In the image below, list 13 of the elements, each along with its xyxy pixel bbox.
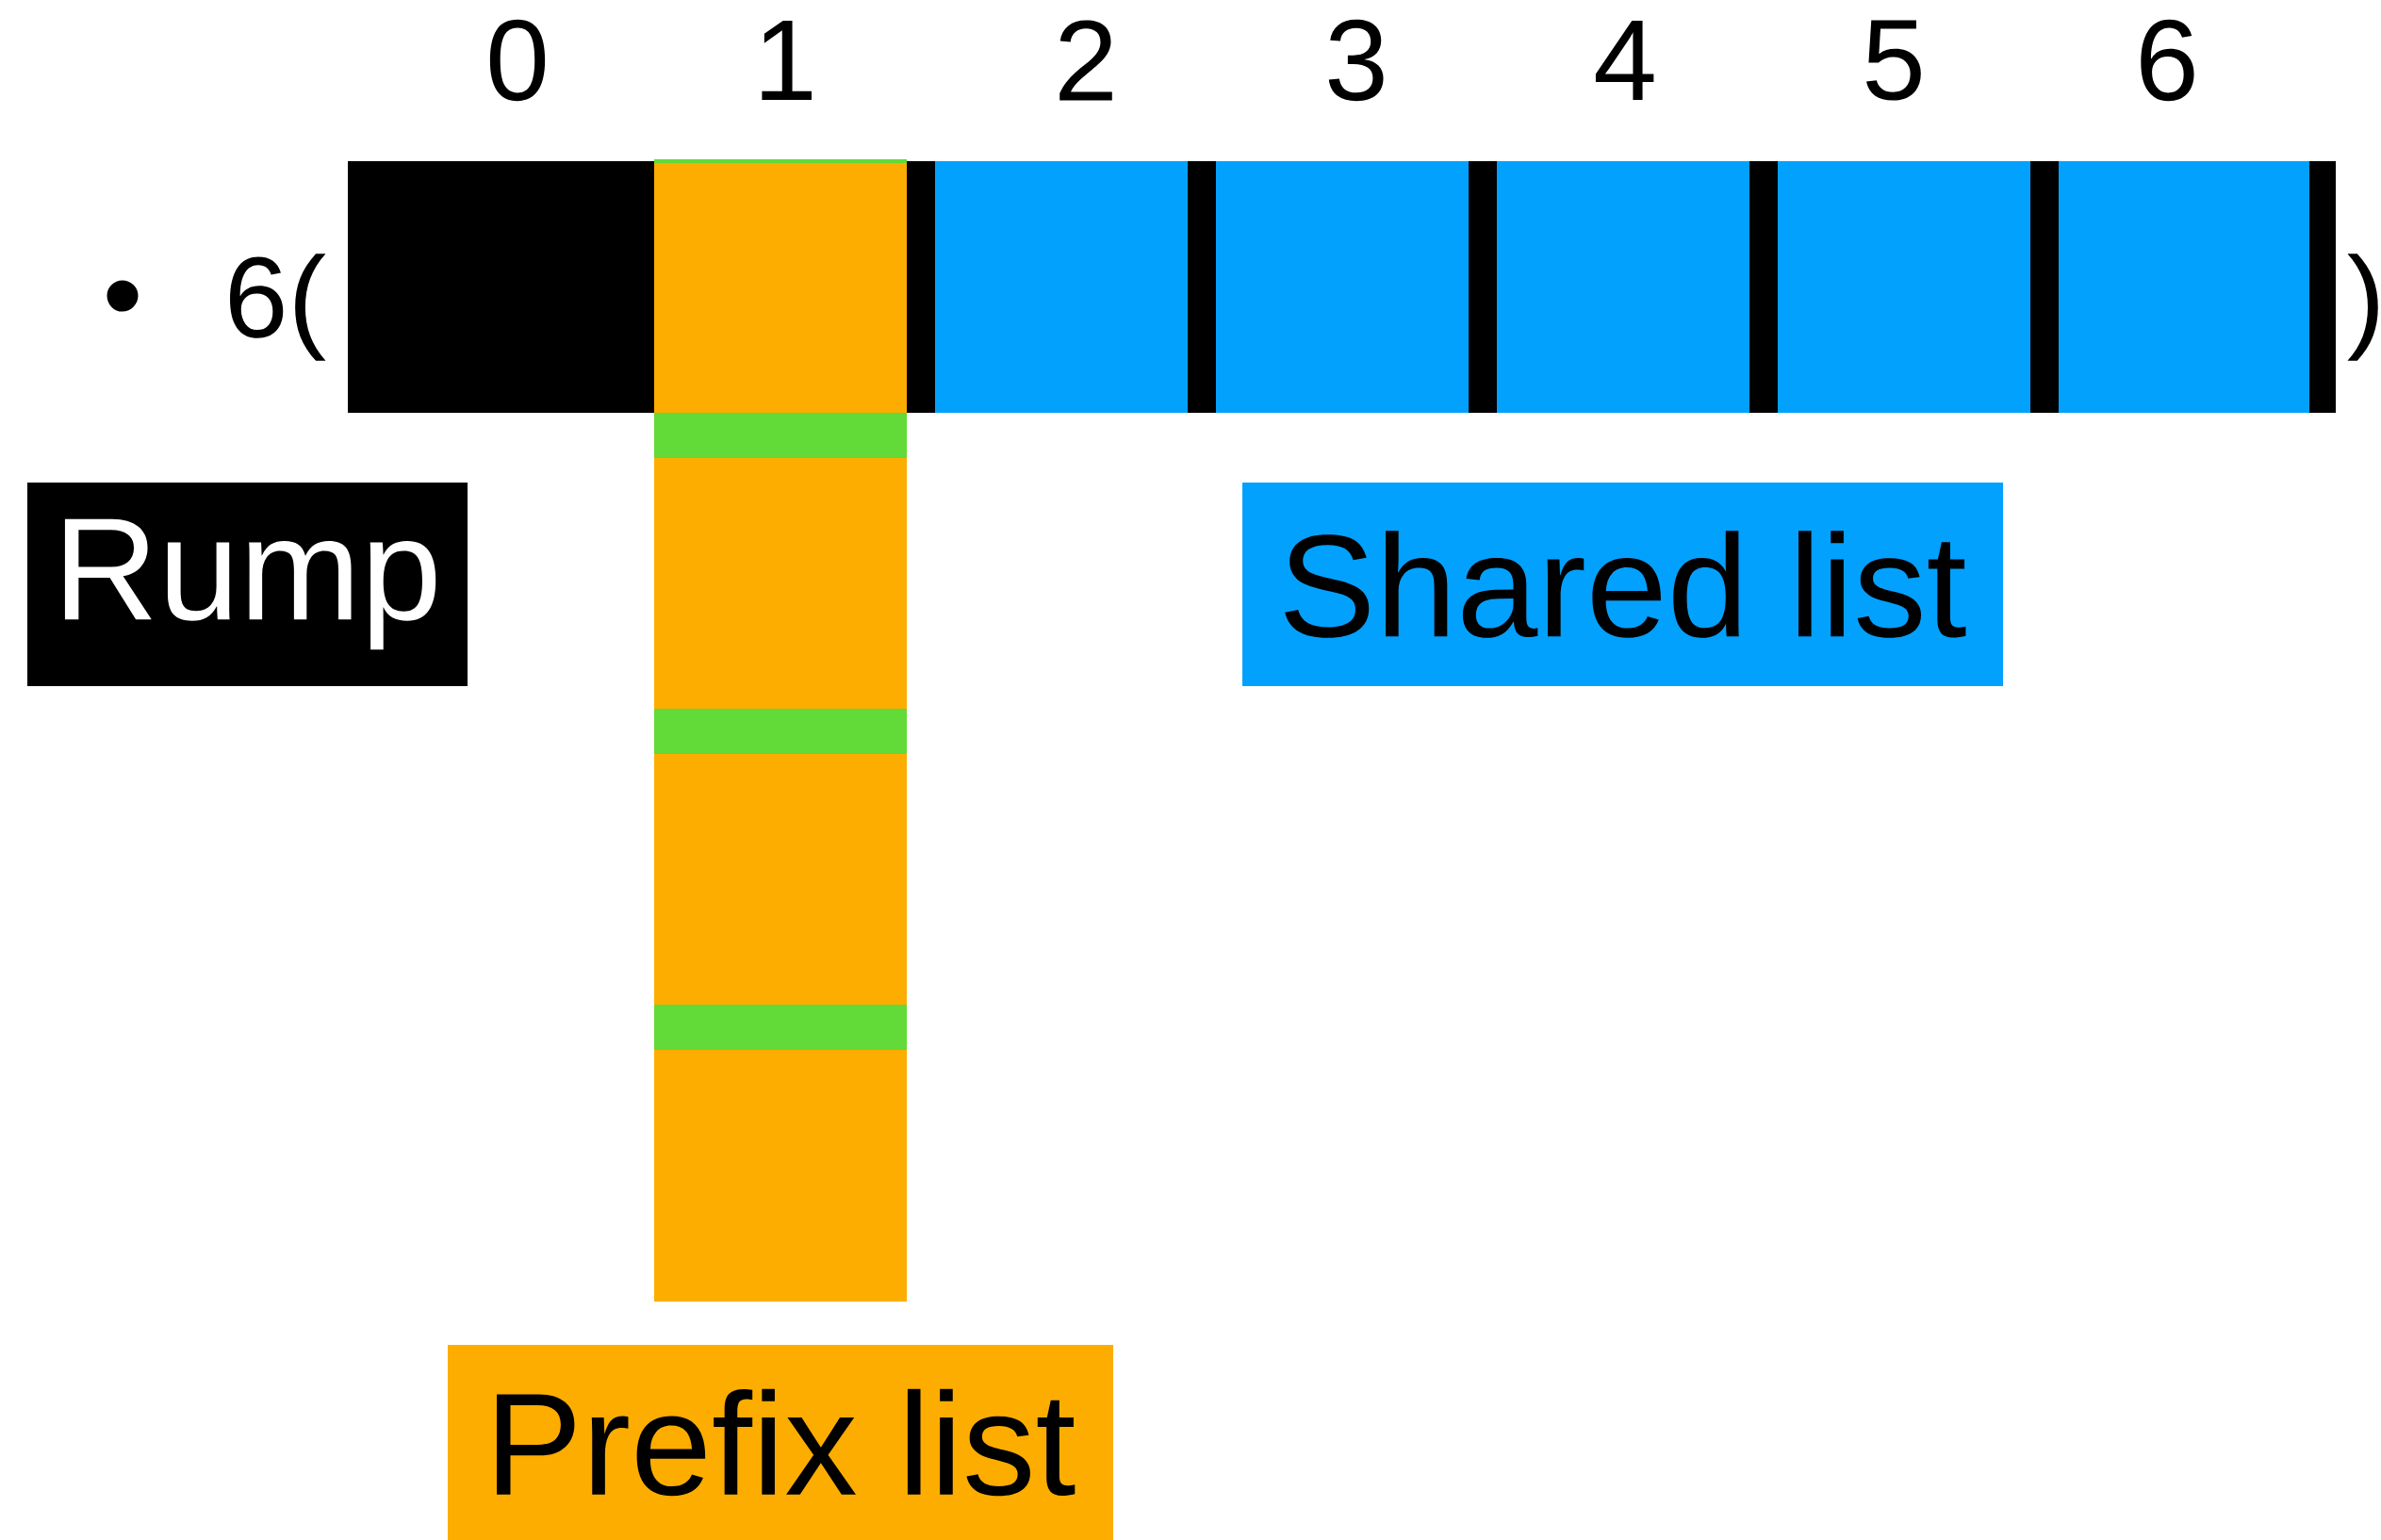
index-number: 4 (1595, 21, 1654, 100)
index-number: 0 (489, 19, 546, 102)
bullet: • (107, 280, 139, 312)
label-box: Rump (27, 483, 468, 686)
function-call-text: 6( (230, 254, 326, 361)
index-number: 5 (1866, 20, 1921, 101)
index-number: 3 (1328, 19, 1384, 102)
label-box: Shared list (1242, 483, 2003, 686)
closing-parenthesis: ) (2347, 254, 2378, 361)
label-box: Prefix list (448, 1345, 1113, 1540)
index-number: 2 (1059, 20, 1112, 101)
index-number: 1 (762, 21, 812, 100)
index-number: 6 (2141, 19, 2194, 102)
